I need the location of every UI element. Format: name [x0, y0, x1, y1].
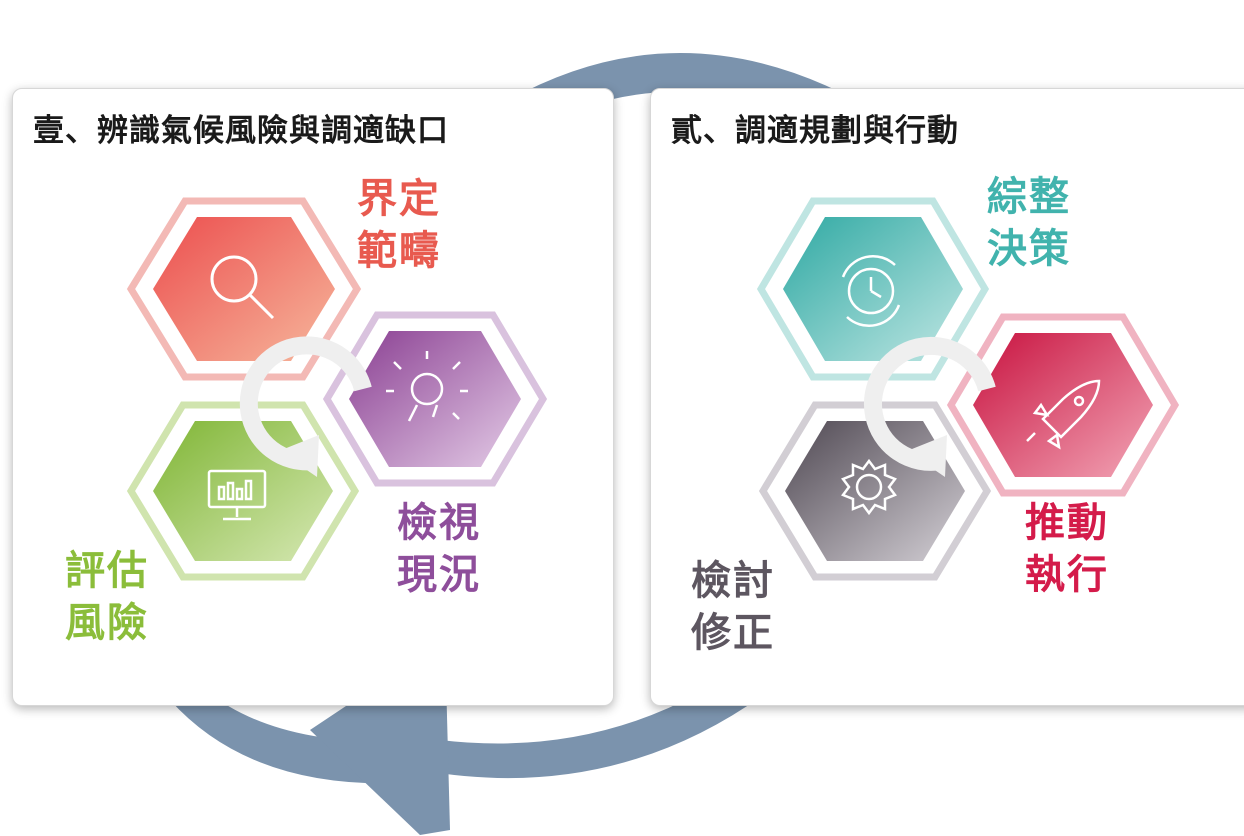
label-review-revise: 檢討修正	[691, 558, 775, 656]
label-implement: 推動執行	[1025, 500, 1109, 598]
lightbulb-icon	[386, 351, 468, 422]
panel-adaptation-planning: 貳、調適規劃與行動	[650, 88, 1244, 706]
label-review-status: 檢視現況	[397, 500, 481, 598]
label-integrate-decide: 綜整決策	[987, 174, 1071, 272]
hex-integrate-decide	[756, 197, 990, 381]
hex-cluster	[756, 197, 1180, 581]
hex-implement	[946, 313, 1180, 497]
panel-identify-risk: 壹、辨識氣候風險與調適缺口	[12, 88, 614, 706]
label-define-scope: 界定範疇	[357, 176, 441, 274]
magnifier-icon	[210, 255, 275, 320]
rocket-icon	[1026, 379, 1101, 450]
gear-icon	[841, 458, 897, 516]
hex-define-scope	[126, 197, 362, 381]
panel-title: 貳、調適規劃與行動	[671, 113, 959, 149]
clock-cycle-icon	[841, 255, 901, 327]
panel-title: 壹、辨識氣候風險與調適缺口	[33, 113, 449, 149]
inner-cycle-arrow-icon	[239, 336, 372, 477]
hex-review-status	[322, 311, 548, 487]
hex-cluster	[126, 197, 548, 581]
hex-assess-risk	[126, 401, 360, 581]
monitor-chart-icon	[207, 469, 267, 521]
inner-cycle-arrow-icon	[863, 336, 996, 477]
label-assess-risk: 評估風險	[65, 548, 149, 646]
